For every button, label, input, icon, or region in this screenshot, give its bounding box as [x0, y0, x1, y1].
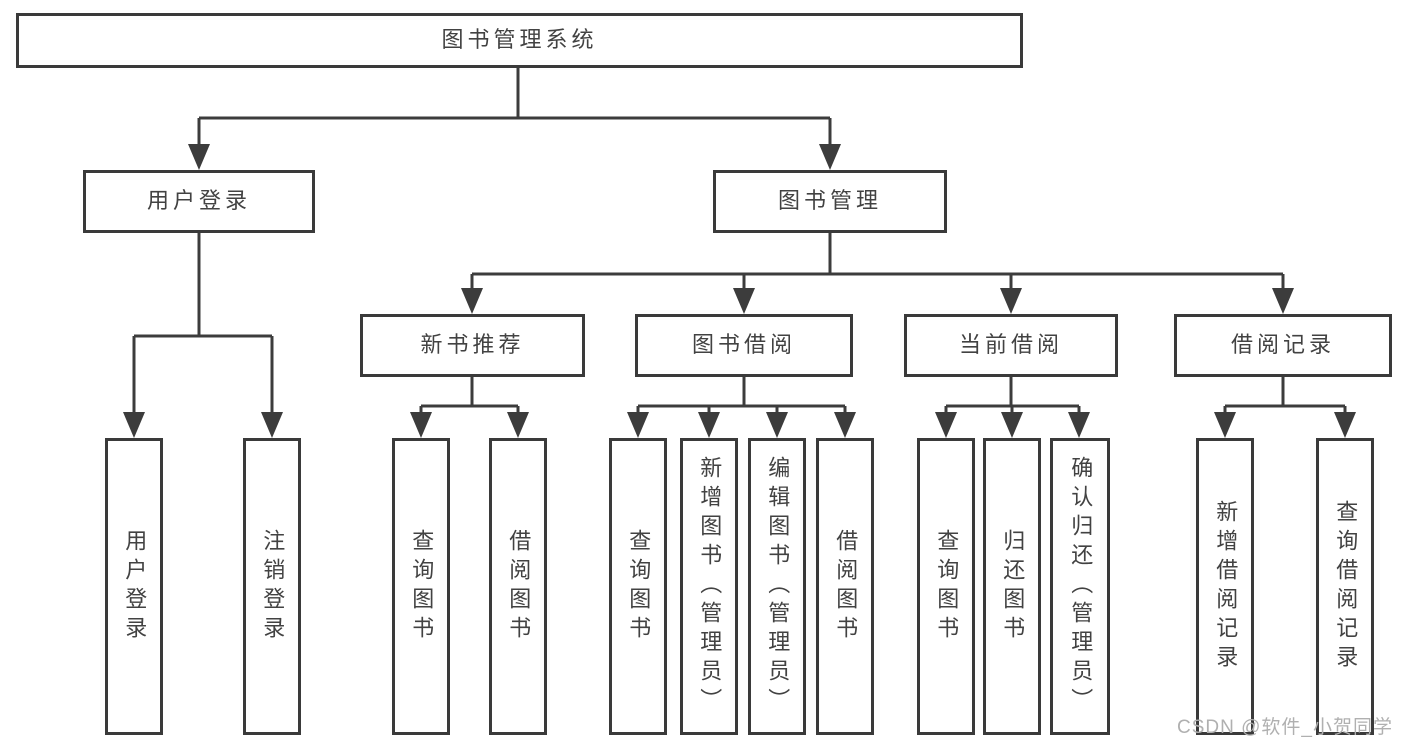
arrowhead-icon — [935, 412, 957, 438]
arrowhead-icon — [461, 288, 483, 314]
leaf-query-books-borrowing: 查询图书 — [609, 438, 667, 735]
leaf-edit-books-admin: 编辑图书（管理员） — [748, 438, 806, 735]
arrowhead-icon — [123, 412, 145, 438]
arrowhead-icon — [1272, 288, 1294, 314]
arrowhead-icon — [507, 412, 529, 438]
leaf-borrow-books-recommend: 借阅图书 — [489, 438, 547, 735]
leaf-borrow-books: 借阅图书 — [816, 438, 874, 735]
node-book-management: 图书管理 — [713, 170, 947, 233]
arrowhead-icon — [261, 412, 283, 438]
arrowhead-icon — [819, 144, 841, 170]
leaf-add-books-admin: 新增图书（管理员） — [680, 438, 738, 735]
arrowhead-icon — [1334, 412, 1356, 438]
leaf-query-books-recommend: 查询图书 — [392, 438, 450, 735]
node-current-borrowing: 当前借阅 — [904, 314, 1118, 377]
node-borrowing-records: 借阅记录 — [1174, 314, 1392, 377]
node-root-library-system: 图书管理系统 — [16, 13, 1023, 68]
arrowhead-icon — [698, 412, 720, 438]
leaf-return-books: 归还图书 — [983, 438, 1041, 735]
arrowhead-icon — [1000, 288, 1022, 314]
arrowhead-icon — [627, 412, 649, 438]
node-book-borrowing: 图书借阅 — [635, 314, 853, 377]
arrowhead-icon — [733, 288, 755, 314]
arrowhead-icon — [1068, 412, 1090, 438]
leaf-query-borrow-record: 查询借阅记录 — [1316, 438, 1374, 735]
node-user-login: 用户登录 — [83, 170, 315, 233]
leaf-query-books-current: 查询图书 — [917, 438, 975, 735]
arrowhead-icon — [410, 412, 432, 438]
csdn-watermark: CSDN @软件_小贺同学 — [1177, 717, 1393, 738]
leaf-user-login: 用户登录 — [105, 438, 163, 735]
arrowhead-icon — [1001, 412, 1023, 438]
leaf-logout: 注销登录 — [243, 438, 301, 735]
arrowhead-icon — [834, 412, 856, 438]
arrowhead-icon — [766, 412, 788, 438]
arrowhead-icon — [1214, 412, 1236, 438]
leaf-confirm-return-admin: 确认归还（管理员） — [1050, 438, 1110, 735]
node-new-book-recommend: 新书推荐 — [360, 314, 585, 377]
arrowhead-icon — [188, 144, 210, 170]
leaf-add-borrow-record: 新增借阅记录 — [1196, 438, 1254, 735]
